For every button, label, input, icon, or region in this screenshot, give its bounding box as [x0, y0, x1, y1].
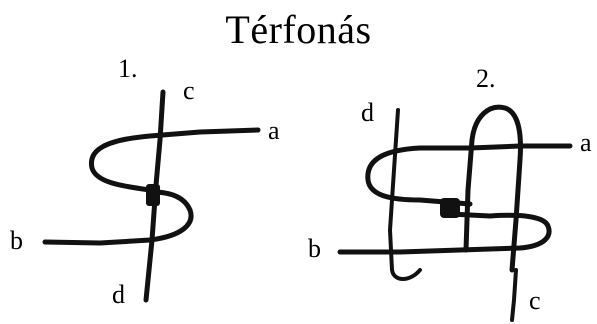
diagram-title: Térfonás — [225, 7, 372, 52]
figure-2-loop-arch — [463, 104, 523, 273]
figure-2-label-c: c — [529, 286, 541, 315]
figure-2-strand-b — [337, 211, 552, 255]
figure-2-label-a: a — [580, 128, 592, 157]
figure-1-label-d: d — [112, 280, 125, 309]
figure-2-crossing — [440, 198, 460, 218]
figure-1-number: 1. — [118, 54, 138, 83]
figure-2-label-d: d — [361, 98, 374, 127]
figure-1-label-a: a — [268, 116, 280, 145]
figure-1-label-b: b — [10, 226, 23, 255]
figure-2-strand-c — [510, 268, 518, 322]
figure-2-number: 2. — [476, 64, 496, 93]
figure-2-strand-d — [388, 108, 422, 281]
figure-2-label-b: b — [308, 234, 321, 263]
figure-2-strand-a — [365, 143, 573, 207]
figure-1-strand-b — [42, 189, 194, 246]
figure-1-crossing — [146, 184, 160, 206]
figure-1-label-c: c — [183, 76, 195, 105]
figure-1-strand-a — [88, 127, 261, 193]
